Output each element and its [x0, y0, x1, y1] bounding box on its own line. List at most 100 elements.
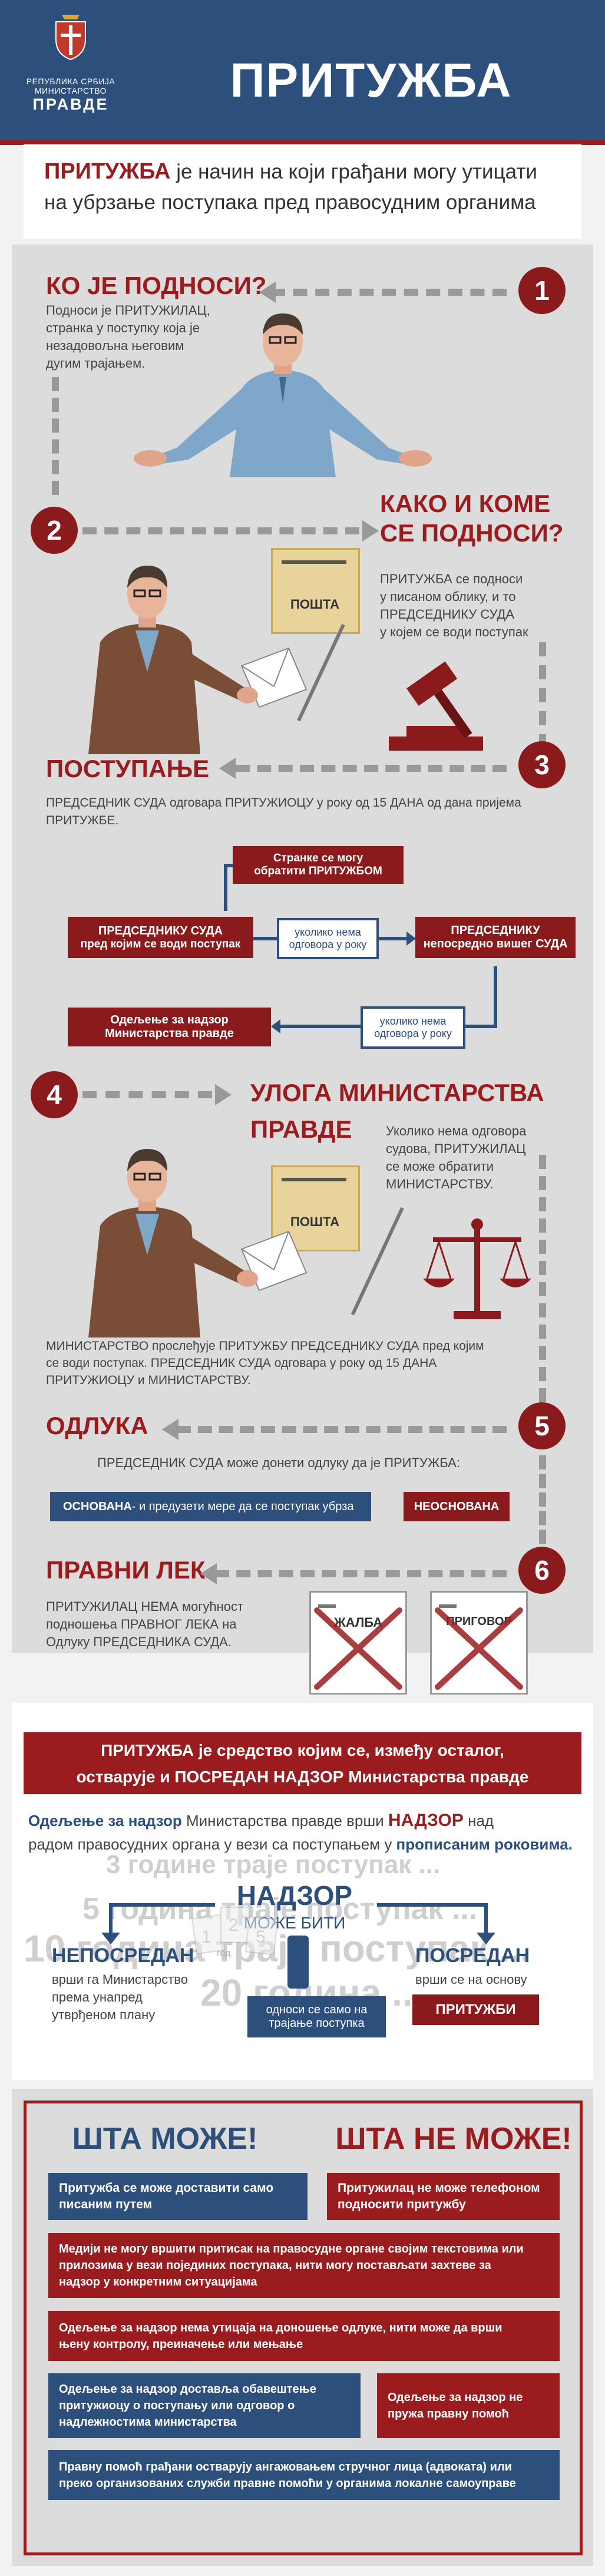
flow-court-line: пред којим се води поступак [80, 937, 241, 950]
supervision-p2-start: радом правосудних органа у вези са посту… [28, 1835, 396, 1853]
can-heading: ШТА МОЖЕ! [72, 2122, 258, 2156]
step3-text: ПРЕДСЕДНИК СУДА одговара ПРИТУЖИОЦУ у ро… [46, 794, 576, 830]
decision-unfounded: НЕОСНОВАНА [404, 1492, 510, 1521]
step6-heading: ПРАВНИ ЛЕК [46, 1556, 206, 1584]
arrow-left-icon [259, 282, 276, 303]
arrow-down-icon [477, 1933, 495, 1944]
flow-supervision-line: Одељење за надзор [110, 1013, 229, 1026]
flow-no-answer-2: уколико нема одговора у року [361, 1006, 465, 1049]
direct-text-line: утврђеном плану [52, 2007, 156, 2022]
indirect-supervision-title: ПОСРЕДАН [415, 1944, 530, 1967]
mailbox-icon: ПОШТА [271, 1165, 360, 1251]
gavel-icon [377, 648, 495, 754]
connector-5-6-vertical [539, 1455, 546, 1544]
cannot-heading: ШТА НЕ МОЖЕ! [335, 2122, 572, 2156]
arrow-right-icon [215, 1084, 232, 1105]
supervision-p2-bold: прописаним роковима. [396, 1835, 573, 1853]
intro-box [24, 144, 581, 239]
step4-text: МИНИСТАРСТВО прослеђује ПРИТУЖБУ ПРЕДСЕД… [46, 1337, 564, 1389]
svg-text:5: 5 [256, 1927, 266, 1947]
flow-parties-line: Странке се могу [273, 852, 363, 864]
person-shrugging-icon [106, 300, 471, 477]
coat-of-arms-icon [50, 9, 91, 62]
step5-number: 5 [518, 1402, 566, 1449]
step4-side-line: Уколико нема одговора [386, 1124, 527, 1138]
flow-line [461, 1025, 497, 1028]
flow-line [253, 937, 277, 940]
step1-text-line: дугим трајањем. [46, 356, 146, 371]
flow-parties-box: Странке се могу обратити ПРИТУЖБОМ [233, 846, 404, 884]
flow-no-answer-1: уколико нема одговора у року [277, 918, 379, 959]
tile-line: надзор у конкретним ситуацијама [59, 2276, 257, 2288]
direct-text-line: према унапред [52, 1990, 143, 2004]
duration-line: трајање поступка [269, 2017, 365, 2030]
arrow-right-icon [362, 520, 379, 541]
mailbox-label: ПОШТА [290, 597, 339, 612]
flow-line [379, 937, 408, 940]
decision-founded-text: - и предузети мере да се поступак убрза [131, 1500, 354, 1513]
step1-text-line: Подноси је ПРИТУЖИЛАЦ, [46, 303, 210, 318]
direct-supervision-text: врши га Министарство према унапред утврђ… [52, 1971, 205, 2024]
step2-text-line: у којем се води поступак [380, 625, 528, 639]
header-strip [0, 140, 605, 145]
tile-line: Притужилац не може телефоном [338, 2181, 540, 2195]
step4-side-text: Уколико нема одговора судова, ПРИТУЖИЛАЦ… [386, 1122, 580, 1193]
supervision-p1-mid: Министарства правде врши [181, 1812, 388, 1829]
org-small-2: МИНИСТАРСТВО [34, 86, 107, 95]
intro-rest: је начин на који грађани могу утицати [170, 160, 537, 183]
branch-line-left [109, 1903, 113, 1938]
supervision-p1-end: над [463, 1812, 494, 1829]
svg-text:1: 1 [201, 1927, 211, 1947]
step3-heading: ПОСТУПАЊЕ [46, 755, 210, 782]
flow-higher-line: непосредно вишег СУДА [423, 937, 568, 950]
step1-text-line: незадовољна његовим [46, 338, 184, 353]
step6-number: 6 [518, 1547, 566, 1594]
supervision-p1-red: НАДЗОР [388, 1811, 464, 1830]
header-banner [0, 0, 605, 141]
flow-line [224, 864, 227, 911]
step4-heading-2: ПРАВДЕ [250, 1115, 352, 1143]
arrow-right-icon [406, 932, 416, 946]
duration-line: односи се само на [266, 2003, 368, 2016]
step2-text: ПРИТУЖБА се подноси у писаном облику, и … [380, 570, 574, 641]
arrow-down-icon [101, 1933, 120, 1944]
step2-text-line: ПРЕДСЕДНИКУ СУДА [380, 607, 515, 622]
flow-line [494, 966, 497, 1028]
tile-line: подносити притужбу [338, 2198, 466, 2211]
tile-line: преко организованих служби правне помоћи… [59, 2476, 516, 2490]
step6-text-line: подношења ПРАВНОГ ЛЕКА на [46, 1617, 237, 1632]
step4-heading-1: УЛОГА МИНИСТАРСТВА [250, 1079, 544, 1107]
arrow-left-icon [271, 1019, 280, 1033]
connector-3 [236, 765, 507, 772]
flow-higher-line: ПРЕДСЕДНИКУ [451, 924, 540, 937]
can-cannot-border [24, 2101, 583, 2555]
doc-appeal-label: ЖАЛБА [333, 1615, 383, 1630]
arrow-left-icon [162, 1419, 178, 1440]
flow-parties-line: обратити ПРИТУЖБОМ [254, 865, 382, 877]
flow-line [224, 864, 233, 867]
step1-number: 1 [518, 267, 566, 314]
step3-text-line: ПРЕДСЕДНИК СУДА одговара ПРИТУЖИОЦУ у ро… [46, 796, 521, 810]
flow-higher-court-box: ПРЕДСЕДНИКУ непосредно вишег СУДА [415, 917, 576, 958]
tile-line: прилозима у вези појединих поступака, ни… [59, 2259, 491, 2272]
step3-text-line: ПРИТУЖБЕ. [46, 814, 119, 827]
flow-no-answer-line: уколико нема [295, 926, 361, 938]
org-big: ПРАВДЕ [32, 95, 109, 113]
calendar-label: год. [217, 1948, 233, 1959]
cannot-tile-4: Одељење за надзор нема утицаја на доноше… [48, 2311, 560, 2361]
arrow-left-icon [200, 1563, 217, 1584]
step4-text-line: ПРИТУЖИОЦУ и МИНИСТАРСТВУ. [46, 1373, 251, 1387]
objection-document-icon: ПРИГОВОР [430, 1591, 528, 1695]
direct-text-line: врши га Министарство [52, 1972, 188, 1987]
cannot-tile-2: Притужилац не може телефоном подносити пр… [327, 2173, 560, 2220]
tile-line: писаним путем [59, 2198, 153, 2211]
center-pillar [287, 1936, 309, 1989]
can-tile-7: Правну помоћ грађани остварују ангажовањ… [48, 2450, 560, 2500]
tile-line: притужиоцу о поступању или одговор о [59, 2399, 295, 2412]
step4-side-line: се може обратити [386, 1159, 494, 1174]
connector-4-5-vertical [539, 1155, 546, 1402]
person-with-letter-icon [65, 1137, 330, 1337]
step5-heading: ОДЛУКА [46, 1412, 148, 1439]
